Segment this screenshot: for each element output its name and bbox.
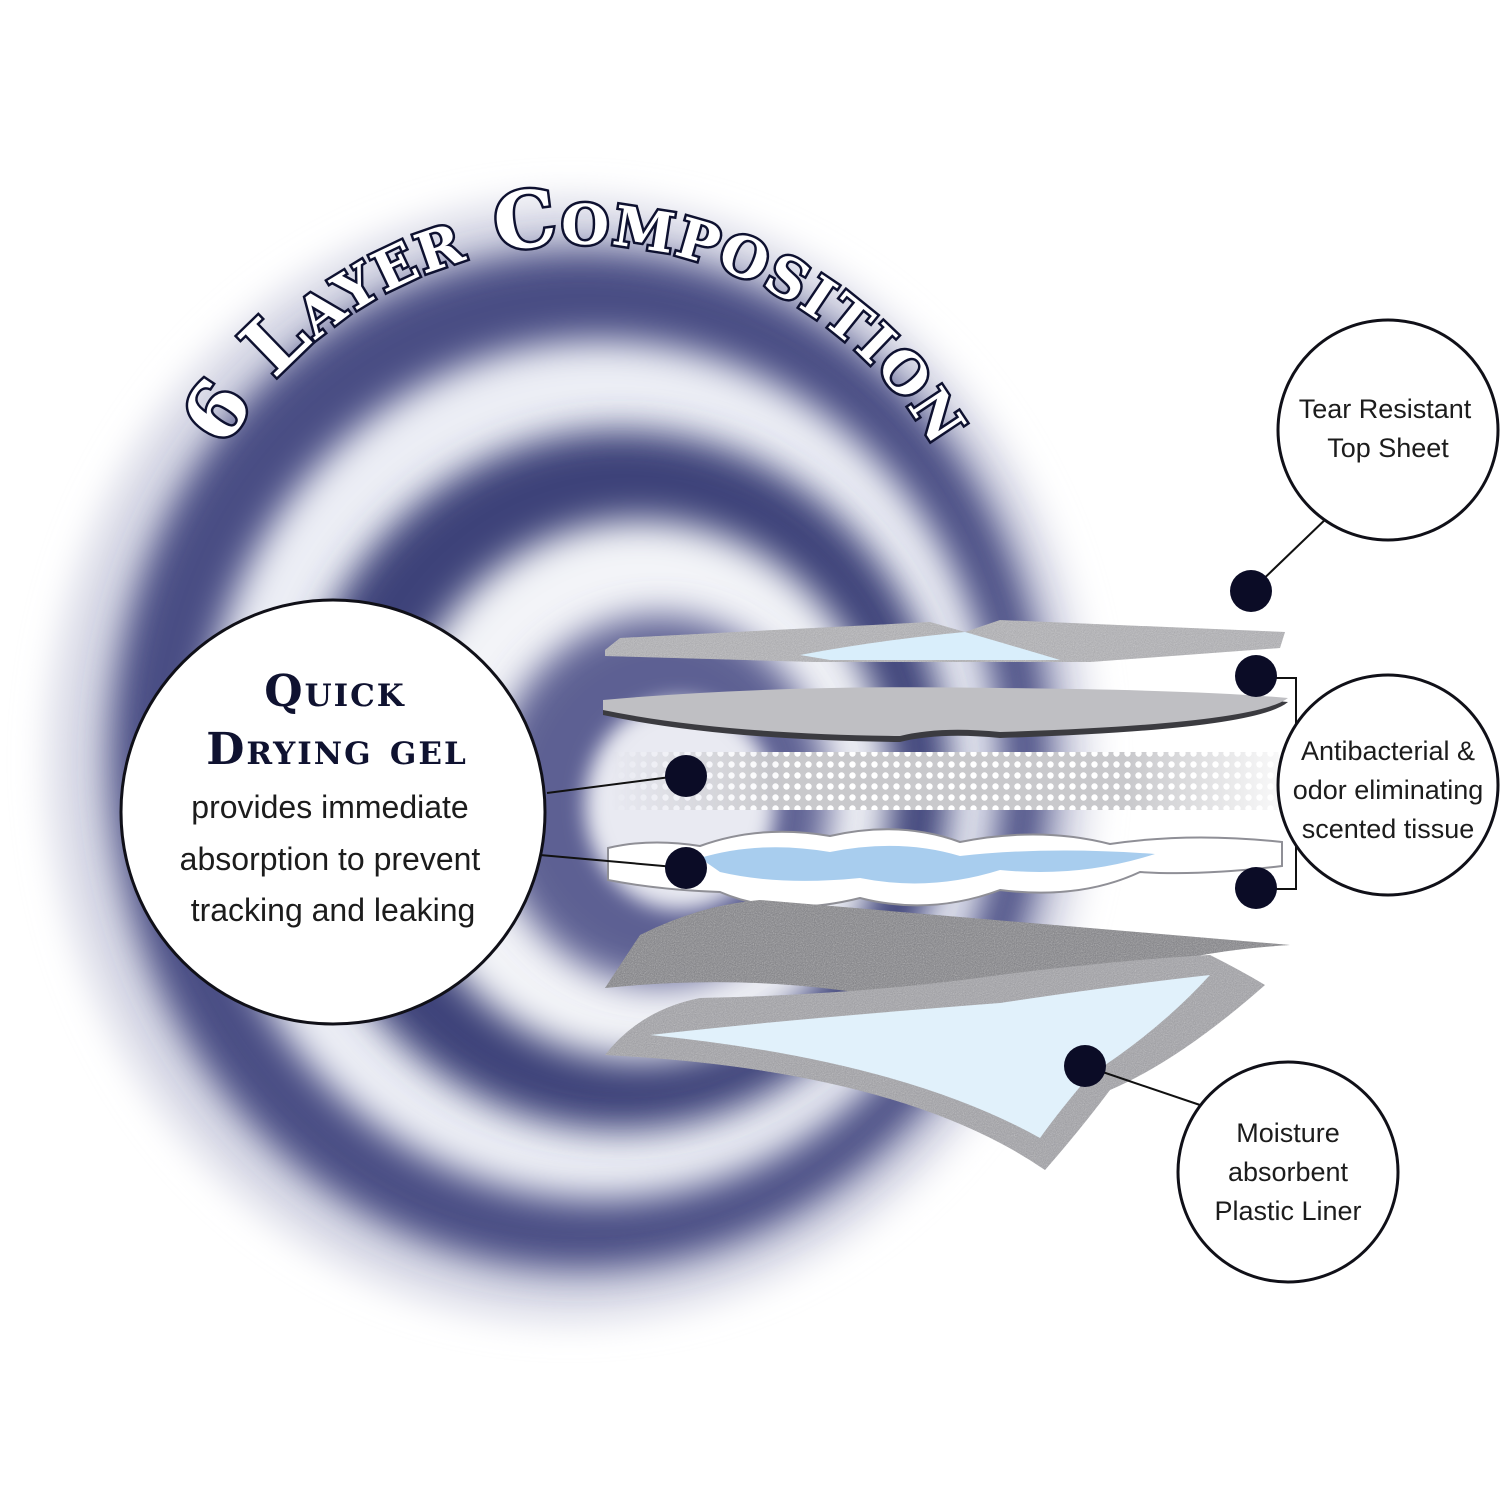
layer-smooth-sheet bbox=[603, 687, 1288, 742]
liner-label-line2: absorbent bbox=[1228, 1157, 1349, 1187]
marker-dot bbox=[1230, 570, 1272, 612]
layer-gel-dots bbox=[610, 752, 1300, 810]
layer-absorbent-core bbox=[605, 900, 1290, 1010]
gel-body-line1: provides immediate bbox=[191, 789, 468, 825]
liner-callout: Moisture absorbent Plastic Liner bbox=[1176, 1060, 1400, 1284]
top-sheet-label-line1: Tear Resistant bbox=[1299, 394, 1472, 424]
tissue-label-line1: Antibacterial & bbox=[1301, 736, 1475, 766]
marker-dot bbox=[1235, 867, 1277, 909]
layer-plastic-liner bbox=[605, 955, 1265, 1170]
top-sheet-label-line2: Top Sheet bbox=[1327, 433, 1449, 463]
tissue-callout: Antibacterial & odor eliminating scented… bbox=[1276, 673, 1500, 897]
top-sheet-callout: Tear Resistant Top Sheet bbox=[1276, 318, 1500, 542]
liner-label-line1: Moisture bbox=[1236, 1118, 1340, 1148]
marker-dots bbox=[665, 570, 1277, 1087]
gel-body-line2: absorption to prevent bbox=[180, 841, 481, 877]
gel-heading-line2: Drying gel bbox=[206, 724, 468, 775]
gel-heading-line1: Quick bbox=[264, 666, 405, 717]
liner-label-line3: Plastic Liner bbox=[1214, 1196, 1361, 1226]
gel-body-line3: tracking and leaking bbox=[191, 892, 476, 928]
pad-layers bbox=[603, 620, 1300, 1170]
marker-dot bbox=[1235, 655, 1277, 697]
tissue-label-line3: scented tissue bbox=[1302, 814, 1475, 844]
layer-top-sheet bbox=[605, 620, 1285, 662]
gel-callout: Quick Drying gel provides immediate abso… bbox=[119, 598, 547, 1026]
marker-dot bbox=[665, 847, 707, 889]
tissue-label-line2: odor eliminating bbox=[1293, 775, 1484, 805]
marker-dot bbox=[1064, 1045, 1106, 1087]
marker-dot bbox=[665, 755, 707, 797]
